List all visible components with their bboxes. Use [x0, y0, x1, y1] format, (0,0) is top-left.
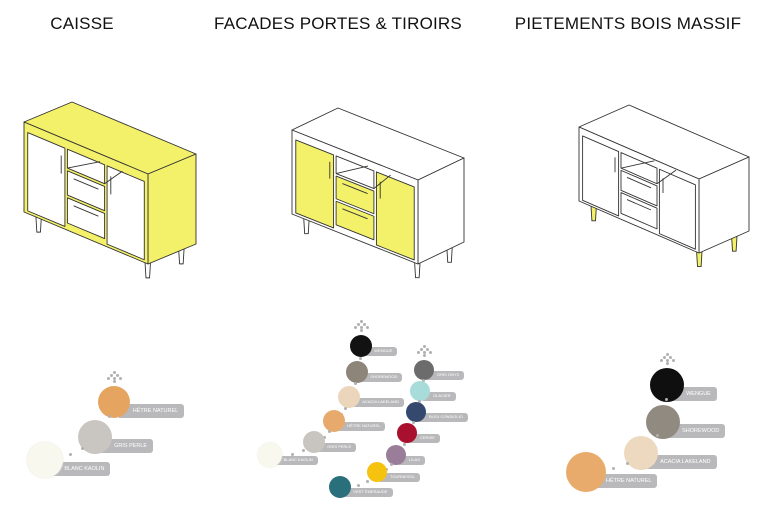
shelf-edge	[335, 165, 369, 174]
color-swatch[interactable]	[338, 386, 360, 408]
connector-dot	[290, 452, 294, 456]
connector-dot	[353, 382, 357, 386]
connector-dot	[664, 398, 668, 402]
swatch-label: ACACIA LAKELAND	[352, 398, 404, 407]
color-swatch[interactable]	[386, 445, 406, 465]
connector-dot	[612, 466, 615, 470]
color-swatch[interactable]	[27, 442, 63, 478]
drawer-handle	[626, 176, 652, 189]
connector-dot	[421, 379, 425, 383]
swatch-label: VERT ÉMERAUDE	[343, 488, 393, 497]
drawer-top	[335, 175, 375, 215]
color-swatch[interactable]	[367, 462, 387, 482]
swatch-label: SHOREWOOD	[668, 423, 726, 438]
section-title-caisse: CAISSE	[50, 14, 114, 33]
drawer-top	[620, 169, 658, 207]
color-swatch[interactable]	[323, 410, 345, 432]
connector-dot	[366, 479, 370, 483]
swatch-label: HÊTRE NATUREL	[118, 403, 185, 418]
connector-dot	[357, 483, 360, 487]
swatch-label: CERISE	[410, 434, 440, 443]
swatch-label: GRIS PERLE	[100, 438, 154, 453]
drawer-handle	[73, 178, 99, 190]
color-swatch[interactable]	[406, 402, 426, 422]
swatch-label: WENGUE	[672, 386, 717, 401]
drawer-handle	[73, 205, 99, 217]
connector-dot	[68, 452, 72, 456]
connector-dot	[301, 449, 305, 453]
connector-dot	[625, 461, 629, 465]
color-swatch[interactable]	[410, 381, 430, 401]
swatch-label: LILAS	[399, 456, 425, 465]
connector-dot	[417, 400, 421, 404]
left-door	[27, 132, 66, 227]
connector-dot	[327, 430, 331, 434]
left-door	[295, 139, 335, 229]
open-shelf	[620, 152, 658, 185]
color-swatch[interactable]	[397, 423, 417, 443]
color-swatch[interactable]	[646, 405, 680, 439]
swatch-label: SHOREWOOD	[360, 373, 403, 382]
connector-dot	[343, 407, 347, 410]
swatch-label: GRIS ONYX	[427, 371, 465, 380]
swatch-label: TOURNESOL	[380, 473, 420, 482]
color-swatch[interactable]	[346, 361, 368, 383]
drawer-bottom	[66, 197, 106, 240]
swatch-label: HÊTRE NATUREL	[592, 474, 658, 489]
color-swatch[interactable]	[414, 360, 434, 380]
swatch-label: GRIS PERLE	[317, 443, 357, 452]
drawer-handle	[626, 199, 652, 211]
color-swatch[interactable]	[98, 386, 130, 418]
connector-dot	[81, 446, 84, 450]
connector-dot	[412, 421, 416, 425]
connector-dot	[656, 433, 659, 437]
left-door	[582, 135, 620, 217]
connector-dot	[107, 414, 111, 418]
right-door	[106, 165, 145, 261]
section-title-pietements: PIETEMENTS BOIS MASSIF	[514, 14, 742, 33]
shelf-edge	[373, 174, 391, 189]
swatch-label: HÊTRE NATUREL	[337, 422, 386, 431]
connector-dot	[402, 442, 406, 446]
shelf-edge	[104, 170, 123, 185]
open-shelf	[66, 148, 106, 185]
color-swatch[interactable]	[350, 335, 372, 357]
swatch-label: BLANC KAOLIN	[273, 456, 318, 465]
color-swatch[interactable]	[329, 476, 351, 498]
connector-dot	[389, 463, 393, 467]
shelf-edge	[656, 169, 677, 185]
drawer-bottom	[335, 200, 375, 241]
drawer-top	[66, 170, 106, 212]
drawer-handle	[342, 183, 368, 195]
drawer-bottom	[620, 192, 658, 230]
swatch-label: BLEU CONSIGLIO	[419, 413, 468, 422]
drawer-handle	[342, 208, 368, 220]
swatch-label: WENGUE	[364, 347, 398, 356]
color-swatch[interactable]	[258, 443, 282, 467]
connector-dot	[358, 356, 362, 360]
color-swatch[interactable]	[303, 431, 325, 453]
shelf-edge	[620, 160, 655, 169]
color-swatch[interactable]	[566, 452, 606, 492]
open-shelf	[335, 155, 375, 189]
swatch-label: BLANC KAOLIN	[50, 461, 111, 477]
color-swatch[interactable]	[650, 368, 684, 402]
right-door	[375, 171, 415, 261]
swatch-label: ACACIA LAKELAND	[646, 454, 717, 469]
swatch-label: GLACIER	[423, 392, 456, 401]
section-title-facades: FACADES PORTES & TIROIRS	[214, 14, 462, 33]
shelf-edge	[67, 161, 101, 169]
right-door	[658, 168, 696, 250]
color-swatch[interactable]	[624, 436, 658, 470]
